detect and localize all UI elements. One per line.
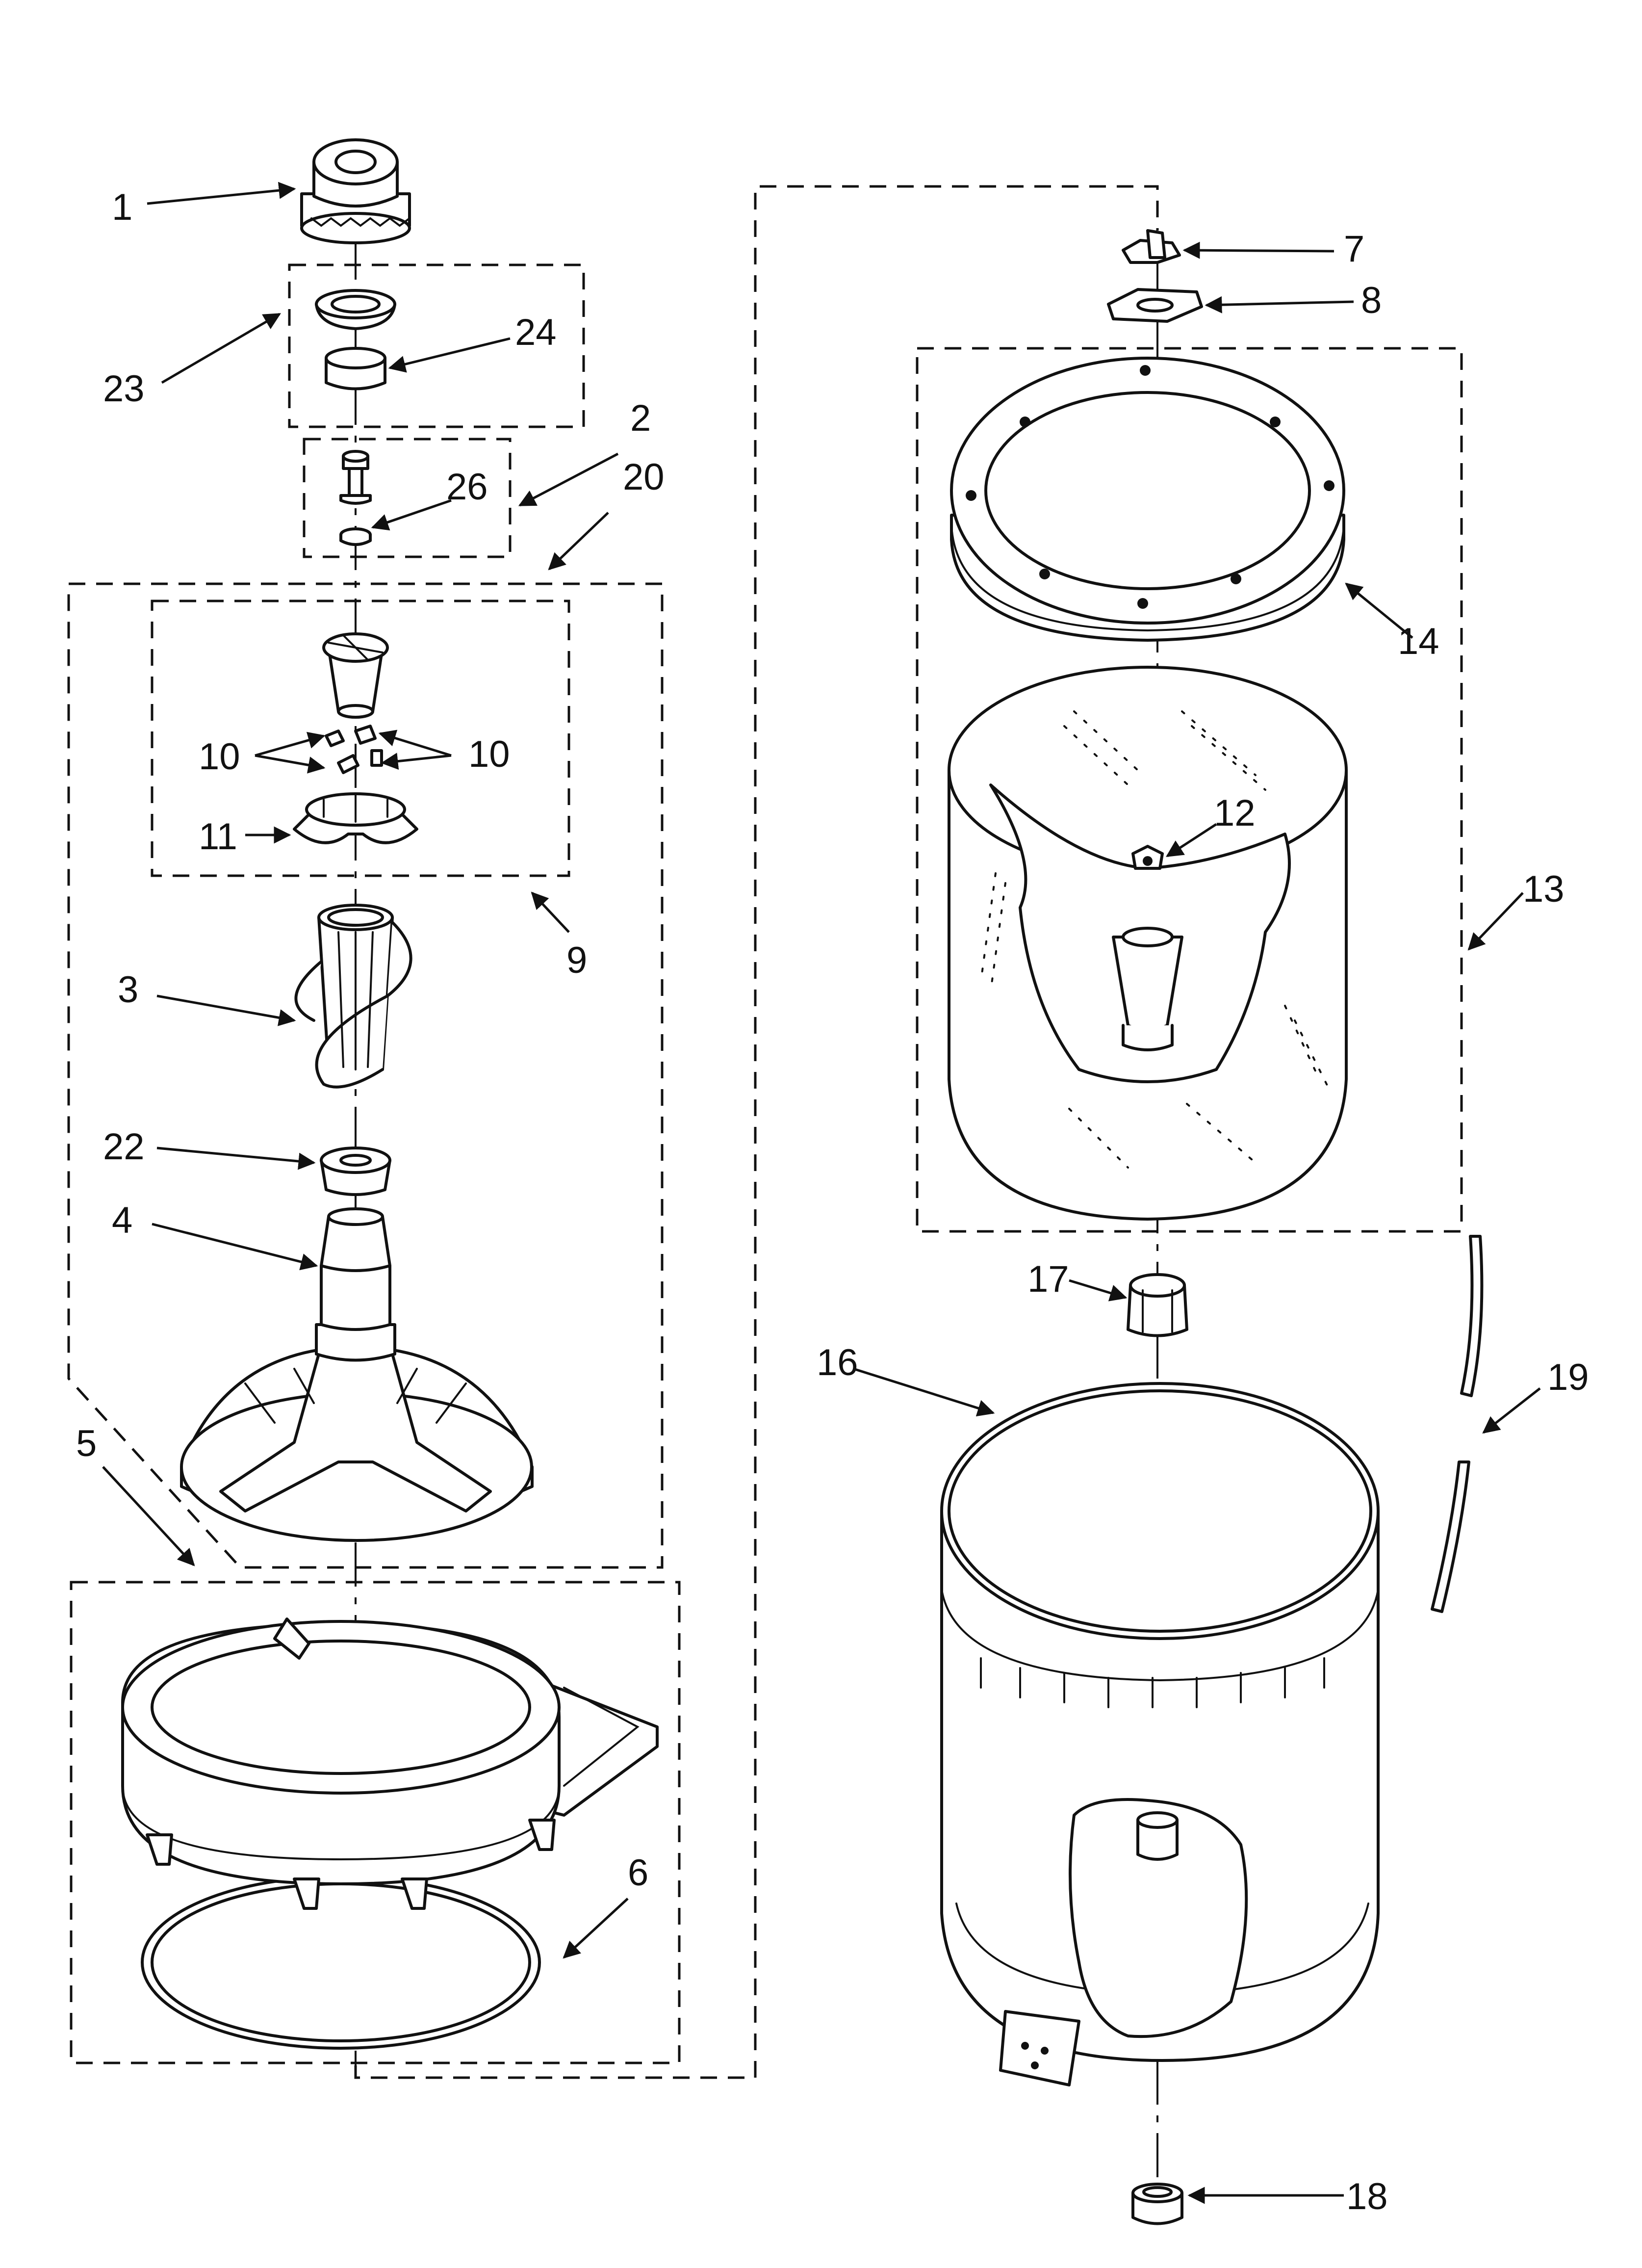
callout-19: 19 xyxy=(1547,1356,1589,1398)
part-3-auger xyxy=(294,904,412,1089)
connector-line xyxy=(354,185,1159,2079)
part-8-plate xyxy=(1107,288,1203,323)
callout-3: 3 xyxy=(118,969,139,1011)
callout-6: 6 xyxy=(628,1852,649,1894)
callout-12: 12 xyxy=(1214,792,1256,834)
callout-5: 5 xyxy=(76,1423,97,1464)
part-14-balance-ring xyxy=(950,357,1345,642)
group-box-6 xyxy=(70,1581,681,2064)
part-11-cam-plate xyxy=(293,792,418,844)
leader-lines xyxy=(102,182,1541,2204)
part-1-cap xyxy=(300,138,411,244)
part-16-tub xyxy=(940,1382,1380,2086)
callout-1: 1 xyxy=(112,186,133,228)
callout-22: 22 xyxy=(103,1126,145,1168)
part-24-ring xyxy=(325,347,386,391)
callout-2: 2 xyxy=(630,397,651,439)
callout-8: 8 xyxy=(1361,280,1382,321)
callout-10-right: 10 xyxy=(468,733,510,775)
callout-9: 9 xyxy=(566,939,588,981)
part-26-bolt xyxy=(339,450,372,546)
callout-14: 14 xyxy=(1398,621,1439,662)
part-23-cap xyxy=(315,289,396,330)
group-box-20 xyxy=(67,582,664,1569)
group-box-23 xyxy=(288,263,585,428)
part-13-basket xyxy=(948,666,1348,1221)
group-box-2 xyxy=(303,438,512,558)
part-17-coupling xyxy=(1127,1273,1188,1337)
callout-4: 4 xyxy=(112,1199,133,1241)
callout-26: 26 xyxy=(446,466,488,508)
callout-24: 24 xyxy=(515,312,557,353)
callout-11: 11 xyxy=(199,816,237,858)
part-6-tub-ring xyxy=(121,1617,659,2050)
callout-7: 7 xyxy=(1344,228,1365,270)
part-7-clip xyxy=(1122,229,1181,264)
callout-23: 23 xyxy=(103,368,145,410)
callout-16: 16 xyxy=(817,1342,858,1383)
part-18-nut xyxy=(1131,2183,1183,2225)
part-10-dogs xyxy=(325,725,383,774)
callout-10-left: 10 xyxy=(199,736,240,778)
part-22-bearing xyxy=(320,1147,391,1196)
part-19-hose xyxy=(1431,1235,1484,1613)
callout-13: 13 xyxy=(1523,868,1565,910)
callout-18: 18 xyxy=(1346,2176,1388,2217)
group-box-9 xyxy=(151,600,570,877)
callout-20: 20 xyxy=(623,456,665,498)
part-4-agitator xyxy=(180,1207,534,1542)
callout-17: 17 xyxy=(1027,1258,1069,1300)
part-9-cam xyxy=(322,632,389,719)
